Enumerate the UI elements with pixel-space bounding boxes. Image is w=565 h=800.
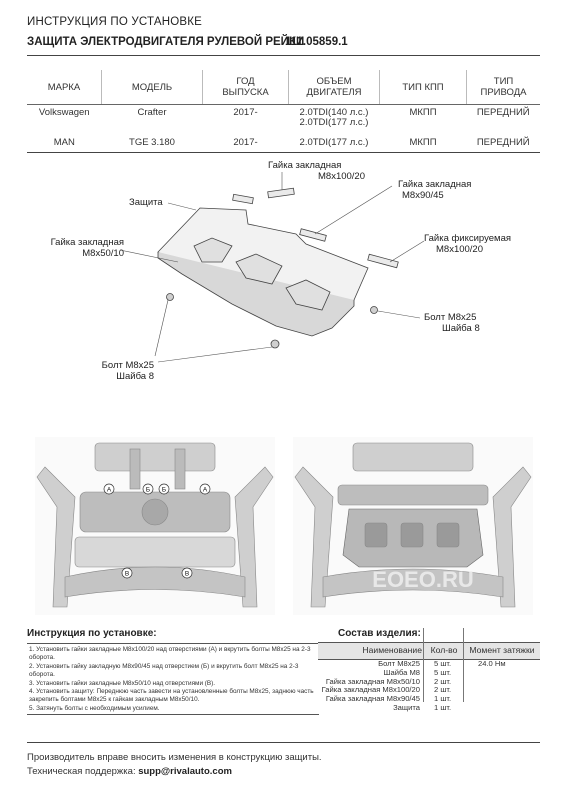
cell-drive: ПЕРЕДНИЙ [476, 137, 530, 148]
kit-item-name: Болт M8x25 [378, 659, 420, 668]
col-model: МОДЕЛЬ [101, 70, 203, 105]
watermark: EOEO.RU [372, 567, 473, 592]
kit-item-torque: 24.0 Нм [478, 659, 506, 668]
table-bottom-line [27, 152, 540, 153]
kit-item-name: Шайба M8 [383, 667, 420, 677]
kit-item-qty: 5 шт. [434, 667, 452, 677]
list-item: 3. Установить гайки закладные M8x50/10 н… [29, 679, 216, 687]
mark-a-right [199, 483, 211, 495]
photo-before-install: A Б Б A B B [35, 437, 275, 615]
cell-brand: Volkswagen [38, 107, 90, 118]
kit-title: Состав изделия: [338, 628, 421, 639]
document-title: ИНСТРУКЦИЯ ПО УСТАНОВКЕ [27, 16, 203, 28]
kit-item-name: Защита [393, 703, 420, 712]
article-number: 111.05859.1 [285, 36, 348, 48]
col-brand: МАРКА [27, 70, 102, 105]
cell-year: 2017- [233, 137, 258, 148]
mark-label-a: A [203, 487, 208, 494]
kit-separator [463, 628, 464, 702]
cell-gearbox: МКПП [409, 137, 437, 148]
table-row: Volkswagen Crafter 2017- 2.0TDI(140 л.с.… [27, 105, 540, 136]
mark-b-left [142, 483, 154, 495]
cell-model: Crafter [137, 107, 167, 118]
photo-after-install: EOEO.RU [293, 437, 533, 615]
support-label: Техническая поддержка: [27, 766, 136, 777]
exploded-diagram [119, 172, 425, 363]
cell-engine: 2.0TDI(140 л.с.)2.0TDI(177 л.с.) [299, 107, 369, 128]
product-name: ЗАЩИТА ЭЛЕКТРОДВИГАТЕЛЯ РУЛЕВОЙ РЕЙКИ [27, 36, 305, 48]
mark-a-left [103, 483, 115, 495]
mark-v-left [121, 567, 133, 579]
label-shield: Защита [129, 197, 163, 208]
kit-col-torque: Момент затяжки [469, 645, 535, 655]
header-divider [27, 55, 540, 56]
cell-brand: MAN [53, 137, 75, 148]
kit-item-qty: 2 шт. [434, 685, 452, 695]
mark-b-right [158, 483, 170, 495]
mark-label-b: Б [162, 487, 166, 494]
support-email-link[interactable]: supp@rivalauto.com [138, 766, 232, 777]
table-row: MAN TGE 3.180 2017- 2.0TDI(177 л.с.) МКП… [27, 135, 540, 155]
footer-support: Техническая поддержка: supp@rivalauto.co… [27, 766, 232, 777]
cell-gearbox: МКПП [409, 107, 437, 118]
instructions-box [27, 643, 319, 715]
cell-engine: 2.0TDI(177 л.с.) [299, 137, 369, 148]
kit-item-qty: 5 шт. [434, 659, 452, 668]
cell-model: TGE 3.180 [129, 137, 175, 148]
instructions-title: Инструкция по установке: [27, 628, 157, 639]
list-item: 2. Установить гайку закладную M8x90/45 н… [29, 662, 299, 679]
kit-item-name: Гайка закладная M8x50/10 [325, 676, 420, 686]
kit-item-name: Гайка закладная M8x90/45 [325, 694, 420, 704]
footer-divider [27, 742, 540, 743]
kit-separator [423, 628, 424, 702]
kit-item-qty: 2 шт. [434, 676, 452, 686]
instructions-list: 1. Установить гайки закладные M8x100/20 … [29, 646, 317, 713]
mark-label-v: B [185, 571, 189, 578]
kit-item-qty: 1 шт. [434, 694, 452, 704]
list-item: 5. Затянуть болты с необходимым усилием. [29, 704, 160, 712]
mark-label-b: Б [146, 487, 150, 494]
kit-col-name: Наименование [362, 645, 422, 655]
kit-table-header [318, 642, 540, 660]
cell-drive: ПЕРЕДНИЙ [476, 107, 530, 118]
mark-label-v: B [125, 571, 129, 578]
kit-item-name: Гайка закладная M8x100/20 [321, 685, 420, 695]
cell-year: 2017- [233, 107, 258, 118]
mark-v-right [181, 567, 193, 579]
mark-label-a: A [107, 487, 112, 494]
footer-disclaimer: Производитель вправе вносить изменения в… [27, 752, 322, 763]
list-item: 4. Установить защиту: Переднюю часть зав… [29, 688, 314, 704]
col-gearbox: ТИП КПП [379, 70, 467, 105]
kit-col-qty: Кол-во [430, 645, 458, 655]
list-item: 1. Установить гайки закладные M8x100/20 … [29, 646, 311, 662]
kit-item-qty: 1 шт. [434, 703, 452, 712]
